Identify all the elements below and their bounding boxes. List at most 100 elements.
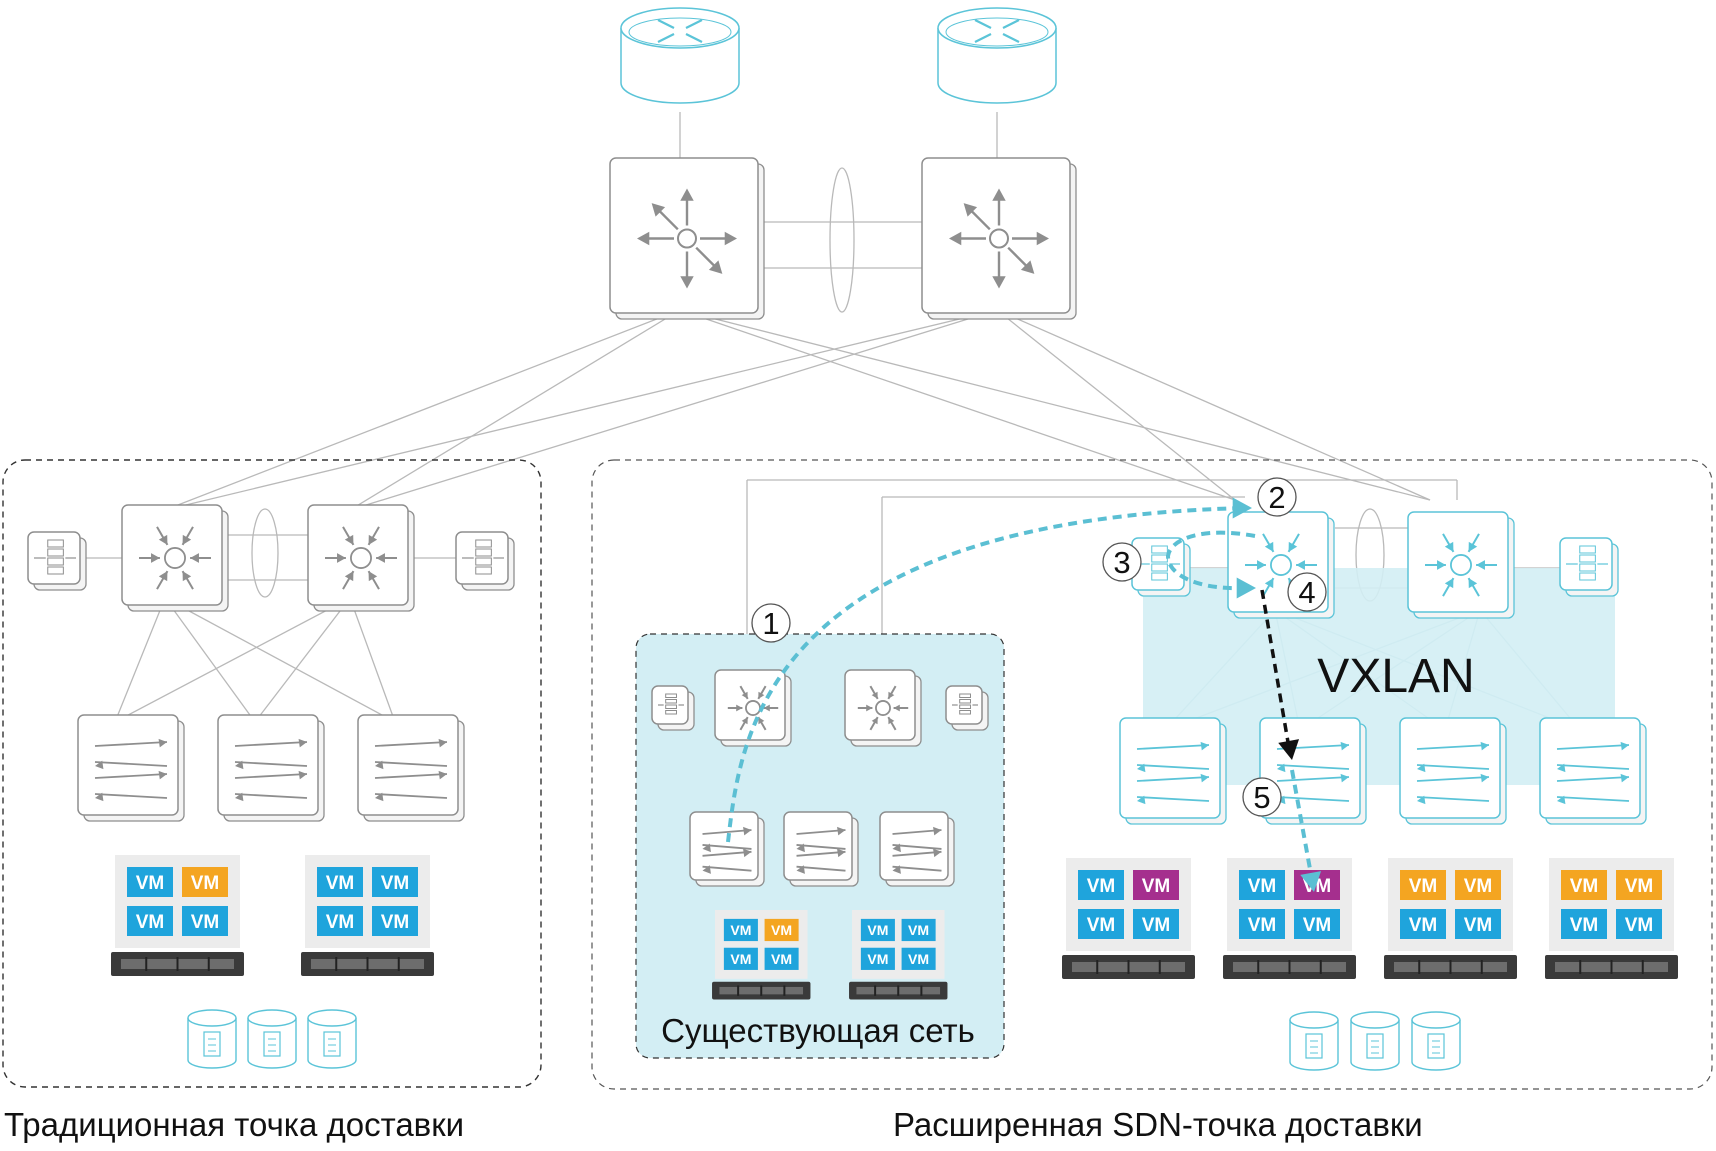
firewall-icon (1559, 537, 1619, 597)
arrow-head (344, 534, 354, 545)
step-number: 4 (1298, 575, 1315, 610)
arrow-head (933, 848, 942, 858)
vm-tile (1133, 909, 1179, 939)
arrow-head (375, 792, 384, 802)
vm-label: VM (1409, 876, 1438, 897)
vm-tile (764, 918, 799, 942)
access-switch-icon (783, 811, 859, 887)
storage-icon (1350, 1011, 1400, 1071)
aggregation-switch-icon (844, 669, 922, 747)
vm-label: VM (381, 912, 410, 933)
arrow-head (651, 203, 666, 217)
arrow-head (949, 231, 962, 246)
arrow-head (1557, 795, 1566, 805)
step-number: 1 (762, 606, 779, 641)
arrow-head (763, 704, 770, 712)
aggregation-switch-icon (307, 504, 415, 612)
vm-label: VM (1087, 915, 1116, 936)
vm-label: VM (1248, 876, 1277, 897)
server-icon (1062, 955, 1195, 979)
arrow-head (298, 770, 307, 780)
arrow-head (892, 843, 901, 853)
access-switch-icon (357, 714, 465, 822)
server-icon (1545, 955, 1678, 979)
step-marker: 1 (751, 603, 791, 643)
arrow-head (1468, 541, 1478, 552)
vm-tile (317, 906, 363, 936)
vm-label: VM (730, 922, 751, 938)
arrow-head (992, 188, 1006, 201)
arrow-head (741, 717, 748, 725)
arrow-head (298, 738, 307, 748)
lag-ellipse (829, 167, 855, 313)
vxlan-label: VXLAN (1317, 650, 1474, 703)
vm-tile (1078, 870, 1124, 900)
arrow-head (702, 843, 711, 853)
step-marker: 5 (1242, 777, 1282, 817)
arrow-head (337, 553, 346, 563)
arrow-head (680, 188, 694, 201)
vm-tile (723, 947, 758, 970)
arrow-head (158, 571, 168, 582)
link-line (164, 309, 998, 511)
arrow-head (182, 534, 192, 545)
step-marker: 2 (1257, 477, 1297, 517)
core-switch-icon (921, 157, 1077, 320)
storage-icon (1411, 1011, 1461, 1071)
link-line (164, 309, 681, 511)
arrow-head (736, 704, 743, 712)
arrow-head (1480, 773, 1489, 783)
arrow-head (1417, 763, 1426, 773)
vm-tile (1455, 909, 1501, 939)
arrow-head (963, 203, 978, 217)
arrow-head (182, 571, 192, 582)
vm-tile (764, 947, 799, 970)
vm-label: VM (1142, 876, 1171, 897)
arrow-head (1264, 541, 1274, 552)
vm-tile (860, 918, 895, 942)
vm-tile (1078, 909, 1124, 939)
arrow-head (1137, 763, 1146, 773)
vm-label: VM (1570, 876, 1599, 897)
link-line (349, 309, 681, 511)
link-line (996, 309, 1236, 501)
arrow-head (758, 691, 765, 699)
link-line (164, 597, 396, 723)
vm-tile (372, 867, 418, 897)
arrow-head (888, 691, 895, 699)
arrow-head (235, 792, 244, 802)
link-line (349, 309, 998, 511)
vm-label: VM (191, 912, 220, 933)
arrow-head (438, 770, 447, 780)
arrow-head (158, 738, 167, 748)
arrow-head (1444, 541, 1454, 552)
arrow-head (741, 691, 748, 699)
vm-label: VM (136, 912, 165, 933)
vm-tile (1616, 909, 1662, 939)
vm-label: VM (771, 922, 792, 938)
arrow-head (1557, 763, 1566, 773)
server-icon (111, 952, 244, 976)
arrow-head (1444, 578, 1454, 589)
vm-label: VM (730, 951, 751, 967)
aggregation-switch-icon (121, 504, 229, 612)
arrow-head (933, 826, 942, 836)
vm-label: VM (908, 951, 929, 967)
storage-icon (1289, 1011, 1339, 1071)
arrow-head (376, 553, 385, 563)
access-switch-icon (77, 714, 185, 822)
arrow-head (344, 571, 354, 582)
firewall-icon (27, 531, 87, 591)
vm-tile (1400, 909, 1446, 939)
arrow-head (1200, 773, 1209, 783)
flow-path-1 (726, 506, 1246, 843)
flow-path-3 (1165, 530, 1256, 591)
arrow-head (702, 865, 711, 874)
server-icon (1384, 955, 1517, 979)
vm-label: VM (867, 922, 888, 938)
vm-tile (182, 867, 228, 897)
